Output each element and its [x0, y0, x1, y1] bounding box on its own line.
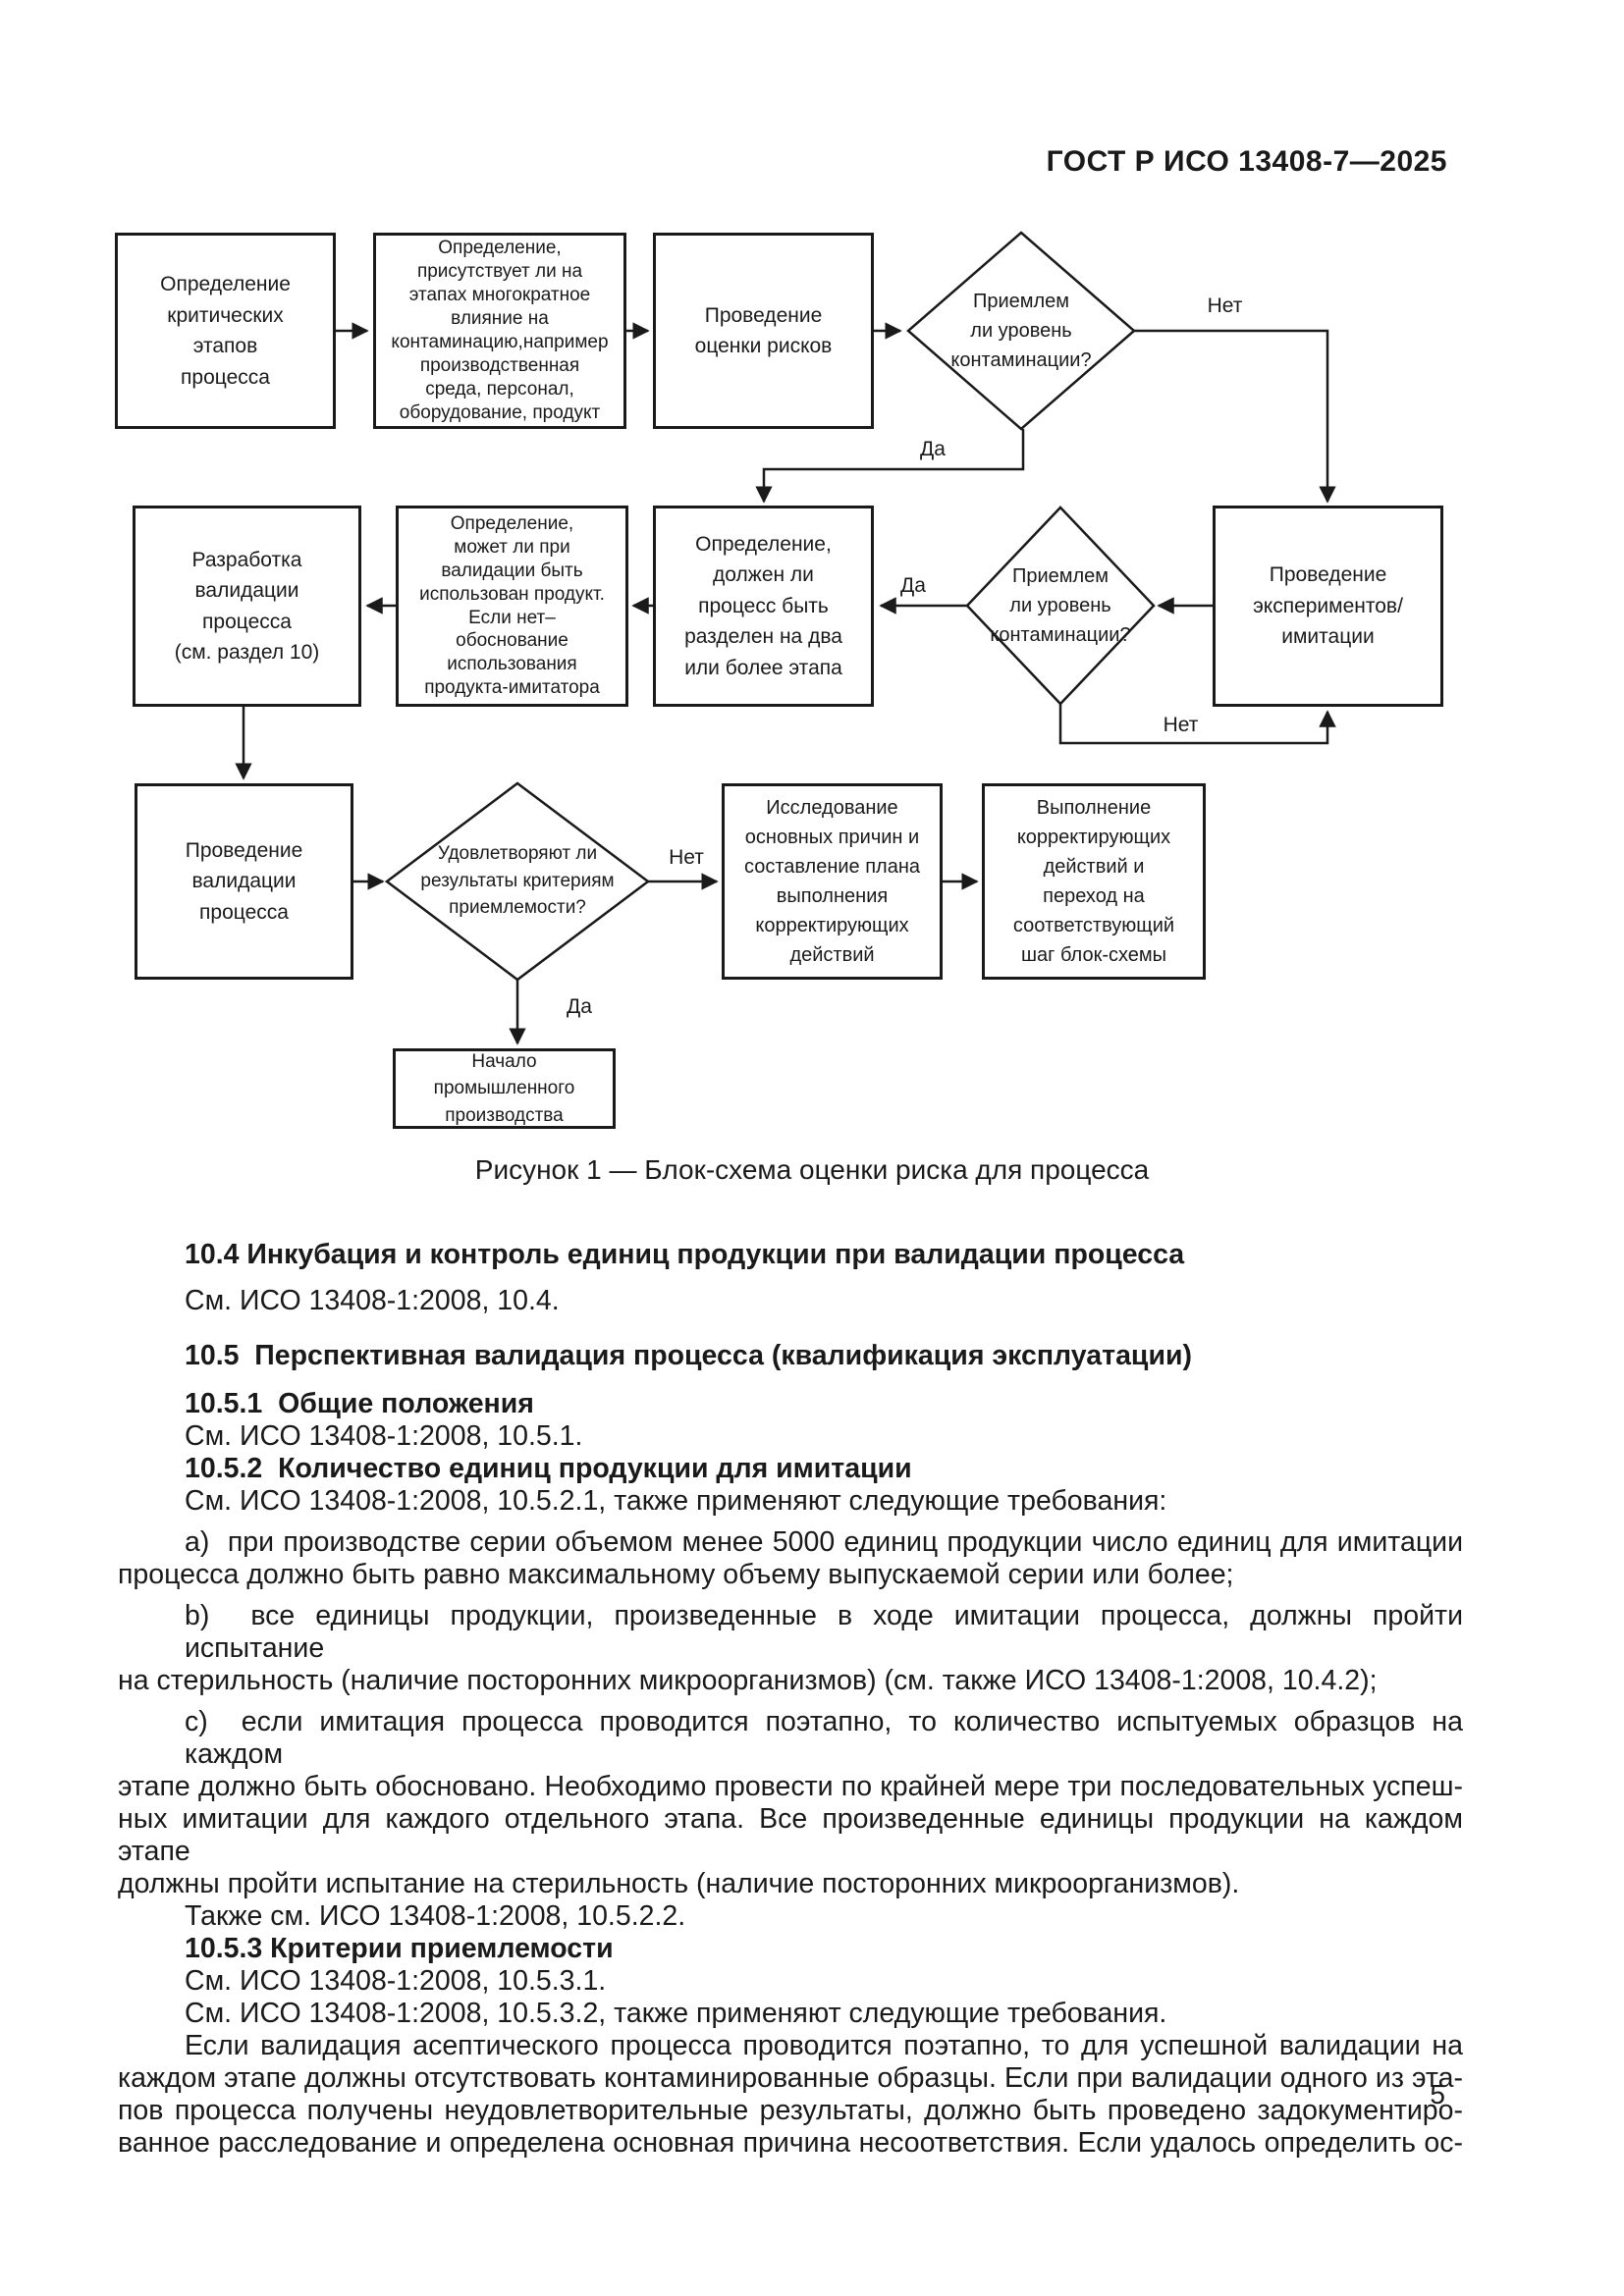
decision-contamination-2-text: Приемлем ли уровень контаминации?	[990, 565, 1131, 646]
body-line: См. ИСО 13408-1:2008, 10.5.3.1.	[185, 1965, 607, 1997]
body-line: пов процесса получены неудовлетворительн…	[118, 2095, 1463, 2126]
node-develop-validation: Разработка валидации процесса (см. разде…	[133, 506, 361, 707]
node-conduct-validation: Проведение валидации процесса	[135, 783, 353, 980]
node-risk-assessment: Проведение оценки рисков	[653, 233, 874, 429]
body-line: ванное расследование и определена основн…	[118, 2127, 1463, 2159]
edge-label-yes-2: Да	[900, 574, 926, 597]
node-define-influence: Определение, присутствует ли на этапах м…	[373, 233, 626, 429]
node-define-split: Определение, должен ли процесс быть разд…	[653, 506, 874, 707]
list-item-c-line: этапе должно быть обосновано. Необходимо…	[118, 1771, 1463, 1802]
node-corrective-actions: Выполнение корректирующих действий и пер…	[982, 783, 1206, 980]
edge-label-no-1: Нет	[1207, 294, 1243, 317]
section-heading-10-5-3: 10.5.3 Критерии приемлемости	[185, 1933, 614, 1964]
edge-label-yes-1: Да	[920, 438, 946, 460]
node-define-critical-stages: Определение критических этапов процесса	[115, 233, 336, 429]
list-item-c-line: c) если имитация процесса проводится поэ…	[185, 1706, 1463, 1770]
list-item-a-line: a) при производстве серии объемом менее …	[185, 1526, 1463, 1558]
edge-label-no-2: Нет	[1163, 714, 1199, 736]
edge-label-no-3: Нет	[669, 846, 704, 869]
page-number: 5	[1430, 2079, 1445, 2109]
node-investigation-plan: Исследование основных причин и составлен…	[722, 783, 943, 980]
list-item-b-line: на стерильность (наличие посторонних мик…	[118, 1665, 1378, 1696]
list-item-a-line: процесса должно быть равно максимальному…	[118, 1559, 1234, 1590]
section-heading-10-4: 10.4 Инкубация и контроль единиц продукц…	[185, 1239, 1185, 1270]
arrow-decision2-no	[1058, 704, 1336, 745]
body-line: Также см. ИСО 13408-1:2008, 10.5.2.2.	[185, 1900, 686, 1932]
node-define-product-use: Определение, может ли при валидации быть…	[396, 506, 628, 707]
arrow-decision1-yes	[755, 429, 1025, 504]
body-line: каждом этапе должны отсутствовать контам…	[118, 2062, 1463, 2094]
arrow-decision1-no	[1134, 329, 1336, 504]
body-line: См. ИСО 13408-1:2008, 10.5.3.2, также пр…	[185, 1998, 1167, 2029]
body-line: См. ИСО 13408-1:2008, 10.5.1.	[185, 1420, 583, 1452]
figure-caption: Рисунок 1 — Блок-схема оценки риска для …	[474, 1154, 1150, 1185]
body-line: Если валидация асептического процесса пр…	[185, 2030, 1463, 2061]
body-line: См. ИСО 13408-1:2008, 10.4.	[185, 1285, 560, 1316]
edge-label-yes-3: Да	[567, 995, 592, 1018]
decision-acceptance-text: Удовлетворяют ли результаты критериям пр…	[420, 843, 615, 919]
list-item-c-line: должны пройти испытание на стерильность …	[118, 1868, 1240, 1899]
section-heading-10-5-2: 10.5.2 Количество единиц продукции для и…	[185, 1453, 912, 1484]
list-item-c-line: ных имитации для каждого отдельного этап…	[118, 1803, 1463, 1867]
node-start-production: Начало промышленного производства	[393, 1048, 616, 1129]
decision-diamond-acceptance	[384, 781, 651, 982]
list-item-b-line: b) все единицы продукции, произведенные …	[185, 1600, 1463, 1664]
decision-diamond-contamination-1	[906, 231, 1136, 431]
body-line: См. ИСО 13408-1:2008, 10.5.2.1, также пр…	[185, 1485, 1167, 1517]
document-body: 10.4 Инкубация и контроль единиц продукц…	[118, 1239, 1463, 2160]
decision-diamond-contamination-2	[965, 506, 1156, 706]
node-experiments-simulation: Проведение экспериментов/ имитации	[1213, 506, 1443, 707]
section-heading-10-5-1: 10.5.1 Общие положения	[185, 1388, 534, 1419]
page-header: ГОСТ Р ИСО 13408-7—2025	[1046, 145, 1447, 178]
section-heading-10-5: 10.5 Перспективная валидация процесса (к…	[185, 1340, 1192, 1371]
decision-contamination-1-text: Приемлем ли уровень контаминации?	[950, 291, 1092, 371]
